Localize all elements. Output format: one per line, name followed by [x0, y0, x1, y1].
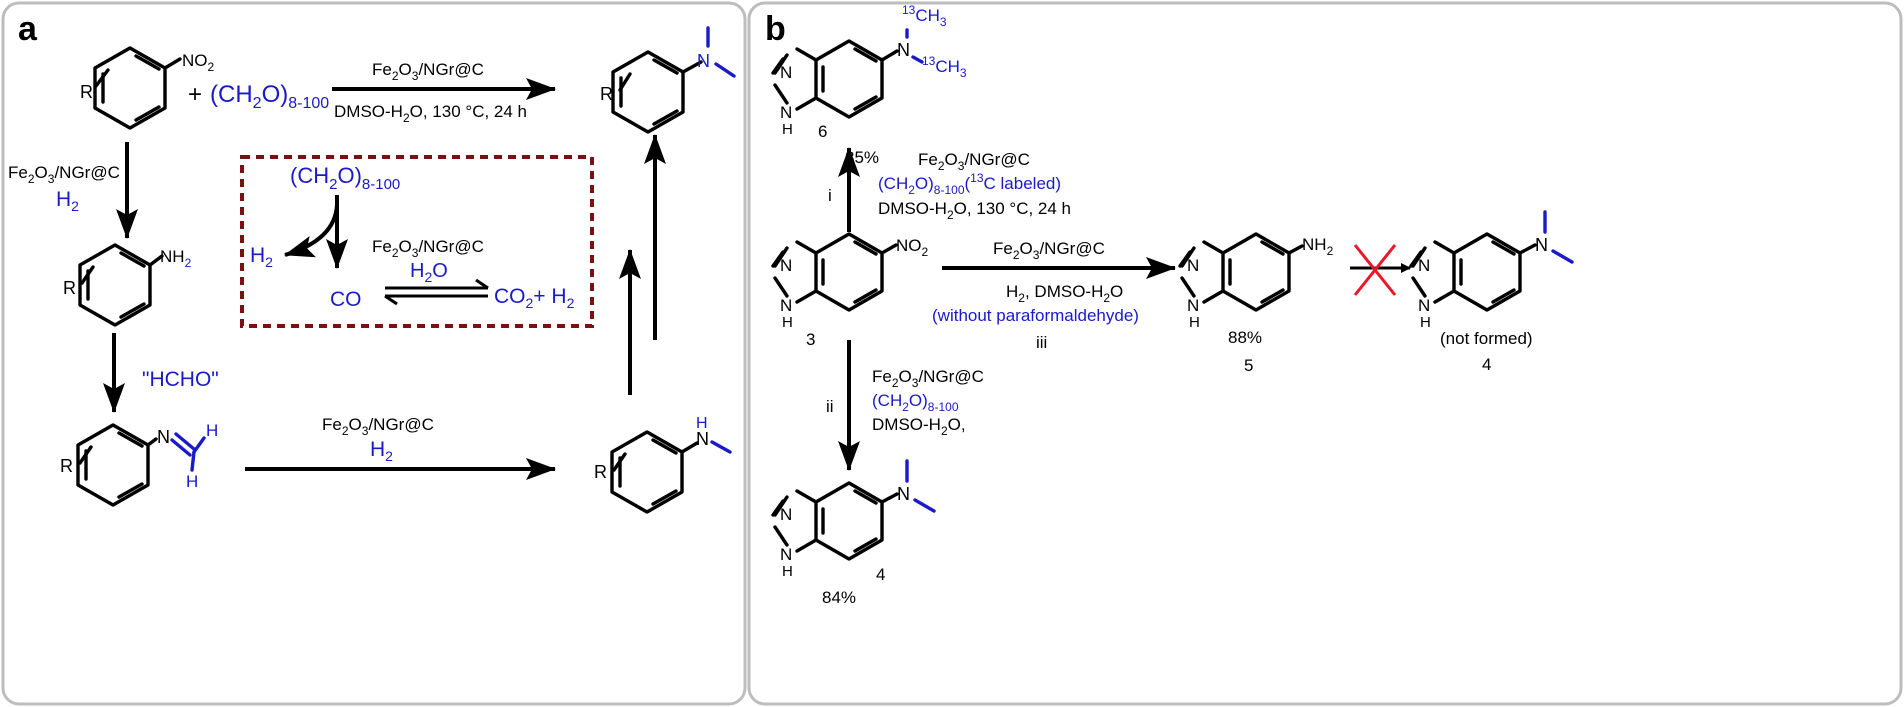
svg-text:Fe2O3/NGr@C: Fe2O3/NGr@C — [372, 237, 484, 260]
catalyst-top: Fe2O3/NGr@C — [372, 60, 484, 83]
svg-text:(CH2O)8-100: (CH2O)8-100 — [872, 391, 959, 414]
svg-text:N: N — [780, 103, 792, 122]
svg-text:N: N — [780, 63, 792, 82]
svg-text:N: N — [697, 51, 710, 71]
svg-text:H: H — [782, 563, 793, 580]
compound-3-number: 3 — [806, 330, 815, 349]
svg-text:H: H — [696, 415, 708, 432]
svg-text:N: N — [897, 40, 910, 60]
svg-text:N: N — [897, 484, 910, 504]
svg-text:H2, DMSO-H2O: H2, DMSO-H2O — [1006, 282, 1123, 305]
svg-text:R: R — [60, 456, 73, 476]
svg-text:H: H — [782, 121, 793, 138]
svg-text:N: N — [1187, 296, 1199, 315]
compound-4-right-structure: N N H N — [1409, 210, 1574, 331]
box-co: CO — [330, 288, 362, 311]
svg-text:N: N — [780, 505, 792, 524]
svg-text:DMSO-H2O,: DMSO-H2O, — [872, 415, 966, 438]
svg-text:Fe2O3/NGr@C: Fe2O3/NGr@C — [8, 163, 120, 186]
n-methylaniline-structure: R N H — [594, 415, 732, 514]
svg-text:NO2: NO2 — [182, 51, 215, 74]
box-curved-arrow — [284, 204, 339, 258]
step-ii-label: ii — [826, 397, 834, 416]
compound-4-bottom-structure: N N H N — [771, 459, 936, 580]
svg-text:N: N — [780, 296, 792, 315]
svg-text:R: R — [594, 462, 607, 482]
svg-text:DMSO-H2O, 130 °C, 24 h: DMSO-H2O, 130 °C, 24 h — [878, 199, 1071, 222]
svg-text:Fe2O3/NGr@C: Fe2O3/NGr@C — [918, 150, 1030, 173]
svg-text:NH2: NH2 — [160, 247, 192, 270]
compound-5-structure: N N H NH2 — [1178, 232, 1334, 331]
aniline-structure: R NH2 — [63, 243, 192, 327]
not-formed-note: (not formed) — [1440, 329, 1533, 348]
svg-text:N: N — [1418, 256, 1430, 275]
svg-text:N: N — [1187, 256, 1199, 275]
svg-text:NO2: NO2 — [896, 236, 929, 259]
dimethylaniline-structure: R N — [600, 26, 736, 134]
r-label: R — [80, 82, 93, 102]
box-co2-h2: CO2+ H2 — [494, 285, 575, 311]
svg-text:Fe2O3/NGr@C: Fe2O3/NGr@C — [322, 415, 434, 438]
svg-text:NH2: NH2 — [1302, 235, 1334, 258]
svg-text:N: N — [696, 429, 709, 449]
compound-4-right-number: 4 — [1482, 355, 1491, 374]
compound-6-structure: N N H N 13CH3 13CH3 — [771, 3, 967, 138]
svg-text:N: N — [780, 545, 792, 564]
svg-text:N: N — [1418, 296, 1430, 315]
imine-structure: R N H H — [60, 421, 218, 507]
svg-text:H: H — [1189, 314, 1200, 331]
svg-text:13CH3: 13CH3 — [922, 54, 967, 80]
svg-text:N: N — [780, 256, 792, 275]
compound-4-bottom-yield: 84% — [822, 588, 856, 607]
box-h2: H2 — [250, 244, 273, 270]
h2-reductant: H2 — [56, 188, 79, 214]
compound-6-number: 6 — [818, 122, 827, 141]
svg-text:Fe2O3/NGr@C: Fe2O3/NGr@C — [993, 239, 1105, 262]
paraformaldehyde-reagent: (CH2O)8-100 — [210, 81, 329, 112]
compound-5-number: 5 — [1244, 356, 1253, 375]
panel-a-label: a — [18, 10, 38, 48]
box-paraform: (CH2O)8-100 — [290, 163, 400, 193]
compound-3-structure: N N H NO2 — [771, 232, 929, 331]
panel-a-frame — [1, 1, 747, 706]
conditions-top: DMSO-H2O, 130 °C, 24 h — [334, 102, 527, 125]
svg-text:H2: H2 — [370, 438, 393, 464]
svg-text:H: H — [782, 314, 793, 331]
compound-4-bottom-number: 4 — [876, 565, 885, 584]
step-iii-note: (without paraformaldehyde) — [932, 306, 1139, 325]
svg-text:R: R — [63, 278, 76, 298]
svg-text:R: R — [600, 84, 613, 104]
svg-text:H: H — [206, 421, 218, 440]
hcho-label: "HCHO" — [142, 368, 219, 391]
compound-5-yield: 88% — [1228, 328, 1262, 347]
panel-b-frame — [747, 1, 1903, 706]
svg-text:N: N — [1535, 235, 1548, 255]
svg-text:Fe2O3/NGr@C: Fe2O3/NGr@C — [872, 367, 984, 390]
plus-sign: + — [188, 81, 202, 108]
hydrogen-source-box — [240, 155, 594, 328]
svg-text:H: H — [1420, 314, 1431, 331]
svg-text:13CH3: 13CH3 — [902, 3, 947, 29]
step-i-reagent: (CH2O)8-100(13C labeled) — [878, 171, 1061, 197]
nitroarene-structure: R NO2 — [80, 46, 215, 130]
svg-text:H: H — [186, 472, 198, 491]
panel-b-label: b — [765, 10, 786, 48]
step-iii-label: iii — [1036, 333, 1047, 352]
svg-text:H2O: H2O — [410, 260, 448, 285]
svg-text:N: N — [157, 427, 170, 447]
step-i-label: i — [828, 186, 832, 205]
